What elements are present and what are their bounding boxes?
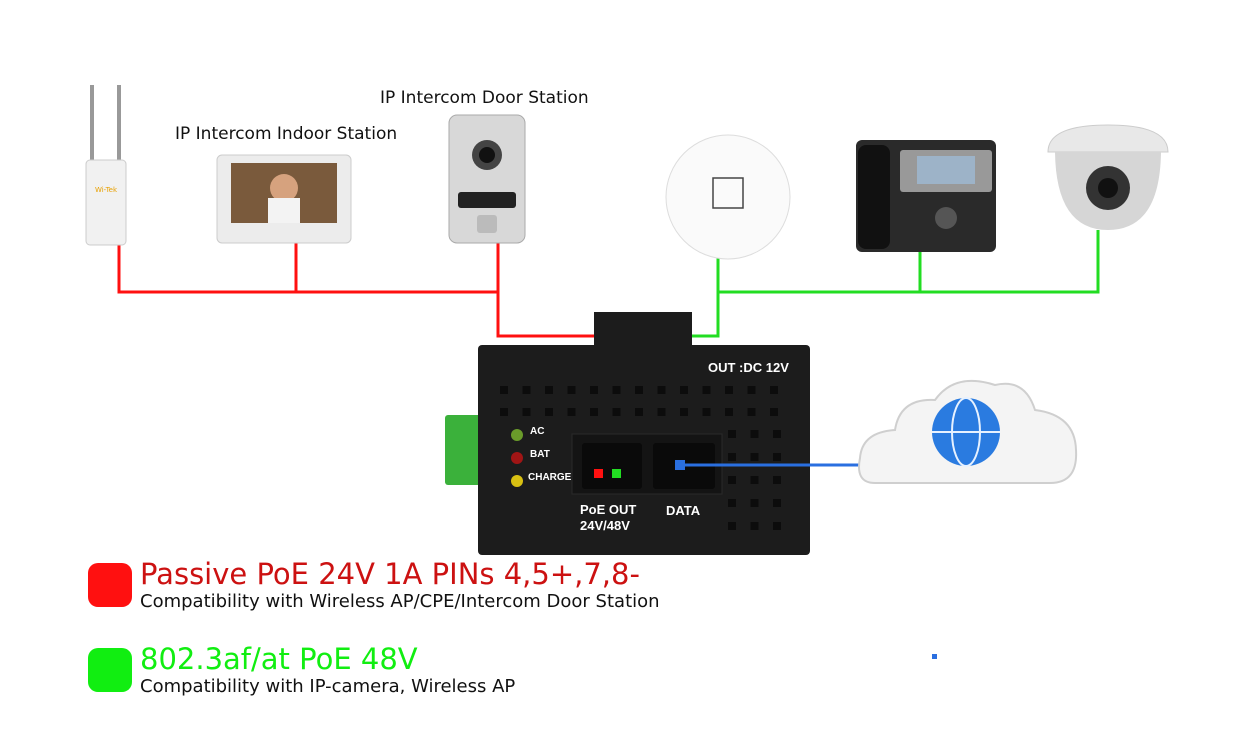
passive-pin-marker xyxy=(594,469,603,478)
legend-title: Passive PoE 24V 1A PINs 4,5+,7,8- xyxy=(140,557,640,591)
poe-voltage-label: 24V/48V xyxy=(580,518,630,533)
blue-dot xyxy=(932,654,937,659)
vent-hole xyxy=(728,499,736,507)
vent-hole xyxy=(770,386,778,394)
vent-hole xyxy=(567,386,576,394)
vent-hole xyxy=(635,386,643,394)
led-label-charge: CHARGE xyxy=(528,472,572,483)
vent-hole xyxy=(773,453,781,461)
vent-hole xyxy=(612,386,621,394)
vent-hole xyxy=(750,522,759,530)
vent-hole xyxy=(702,386,711,394)
vent-hole xyxy=(728,453,736,461)
vent-hole xyxy=(747,408,756,416)
vent-hole xyxy=(725,386,733,394)
vent-hole xyxy=(567,408,576,416)
vent-hole xyxy=(612,408,621,416)
vent-hole xyxy=(590,408,598,416)
dome-camera xyxy=(1047,124,1169,230)
vent-hole xyxy=(545,408,553,416)
ip-phone xyxy=(856,140,996,252)
vent-hole xyxy=(728,430,736,438)
led-label-bat: BAT xyxy=(530,449,550,460)
bat-led xyxy=(511,452,523,464)
vent-hole xyxy=(750,430,759,438)
vent-hole xyxy=(635,408,643,416)
indoor-station-label: IP Intercom Indoor Station xyxy=(175,124,398,144)
legend-title: 802.3af/at PoE 48V xyxy=(140,642,418,676)
vent-hole xyxy=(728,522,736,530)
data-port-label: DATA xyxy=(666,503,701,518)
legend-subtitle: Compatibility with IP-camera, Wireless A… xyxy=(140,676,516,697)
vent-hole xyxy=(750,453,759,461)
charge-led xyxy=(511,475,523,487)
poe-power-supply-box xyxy=(445,312,810,555)
vent-hole xyxy=(657,408,666,416)
led-label-ac: AC xyxy=(530,426,545,437)
vent-hole xyxy=(773,522,781,530)
svg-text:Wi-Tek: Wi-Tek xyxy=(95,186,118,194)
ac-led xyxy=(511,429,523,441)
vent-hole xyxy=(500,408,508,416)
poe-out-label: PoE OUT xyxy=(580,502,637,517)
vent-hole xyxy=(657,386,666,394)
vent-hole xyxy=(590,386,598,394)
red-swatch xyxy=(88,563,132,607)
vent-hole xyxy=(773,430,781,438)
vent-hole xyxy=(522,408,531,416)
vent-hole xyxy=(545,386,553,394)
vent-hole xyxy=(773,476,781,484)
door-station-device xyxy=(448,114,526,244)
vent-hole xyxy=(750,476,759,484)
vent-hole xyxy=(725,408,733,416)
vent-hole xyxy=(500,386,508,394)
out-dc-label: OUT :DC 12V xyxy=(708,360,789,375)
vent-hole xyxy=(770,408,778,416)
vent-hole xyxy=(702,408,711,416)
vent-hole xyxy=(773,499,781,507)
green-swatch xyxy=(88,648,132,692)
outdoor-cpe-antenna: Wi-Tek xyxy=(85,85,127,246)
vent-hole xyxy=(747,386,756,394)
internet-cloud xyxy=(858,379,1078,484)
vent-hole xyxy=(522,386,531,394)
vent-hole xyxy=(680,386,688,394)
vent-hole xyxy=(680,408,688,416)
vent-hole xyxy=(728,476,736,484)
vent-hole xyxy=(750,499,759,507)
ceiling-access-point xyxy=(665,134,791,260)
data-pin-marker xyxy=(675,460,685,470)
af-at-pin-marker xyxy=(612,469,621,478)
indoor-station-device xyxy=(216,154,352,244)
door-station-label: IP Intercom Door Station xyxy=(380,88,589,108)
legend-subtitle: Compatibility with Wireless AP/CPE/Inter… xyxy=(140,591,660,612)
